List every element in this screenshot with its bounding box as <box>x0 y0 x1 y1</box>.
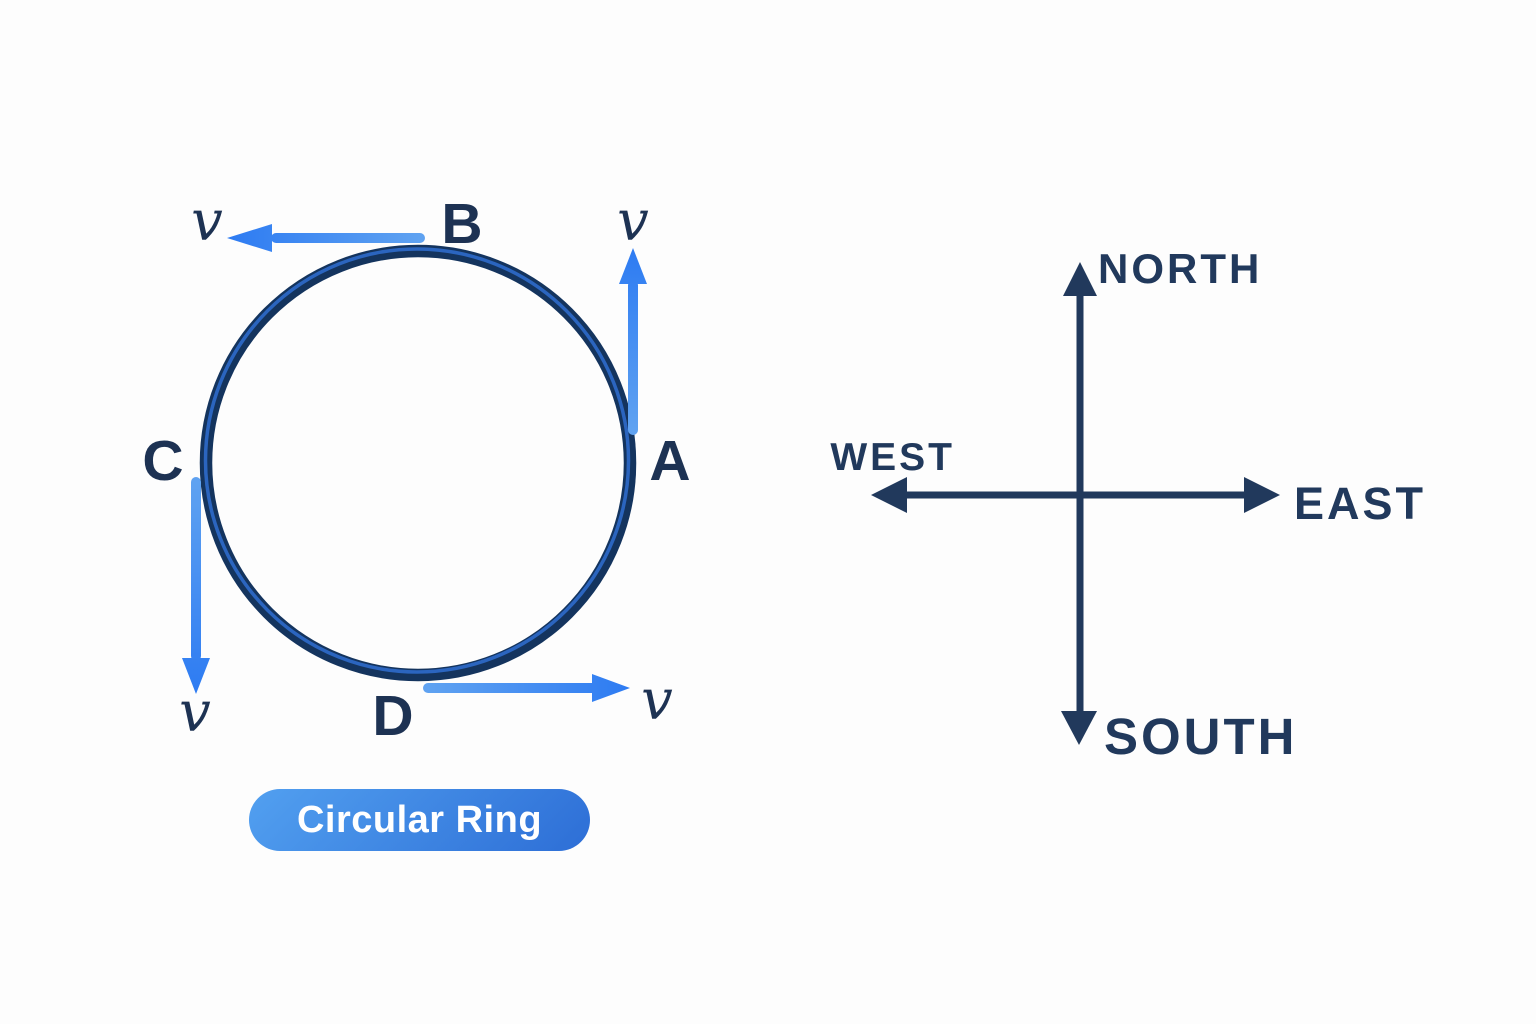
circular-ring-caption-badge: Circular Ring <box>249 789 590 851</box>
compass-rose: NORTH WEST EAST SOUTH <box>830 245 1426 765</box>
velocity-label-a: v <box>617 189 649 254</box>
arrow-head-icon <box>182 658 210 694</box>
north-arrow-head-icon <box>1063 262 1097 296</box>
velocity-label-d: v <box>641 668 673 733</box>
velocity-arrow-d <box>423 674 630 702</box>
arrow-head-icon <box>227 224 272 252</box>
compass-label-south: SOUTH <box>1104 708 1298 765</box>
east-arrow-head-icon <box>1244 477 1280 513</box>
circular-ring-diagram: B A C D v v v v <box>142 189 690 748</box>
velocity-arrow-b <box>227 224 425 252</box>
arrow-head-icon <box>592 674 630 702</box>
ring-circle-highlight <box>203 247 631 674</box>
west-arrow-head-icon <box>871 477 907 513</box>
compass-label-east: EAST <box>1294 478 1426 529</box>
point-label-c: C <box>142 429 183 493</box>
compass-label-north: NORTH <box>1098 245 1262 292</box>
south-arrow-head-icon <box>1061 711 1097 745</box>
arrow-head-icon <box>619 248 647 284</box>
point-label-a: A <box>649 429 690 493</box>
point-label-b: B <box>441 192 482 256</box>
velocity-label-c: v <box>179 680 211 745</box>
velocity-arrow-c <box>182 477 210 694</box>
point-label-d: D <box>372 684 413 748</box>
velocity-arrow-a <box>619 248 647 435</box>
compass-label-west: WEST <box>830 436 955 479</box>
circular-ring-caption-label: Circular Ring <box>296 798 543 841</box>
velocity-label-b: v <box>191 189 223 254</box>
